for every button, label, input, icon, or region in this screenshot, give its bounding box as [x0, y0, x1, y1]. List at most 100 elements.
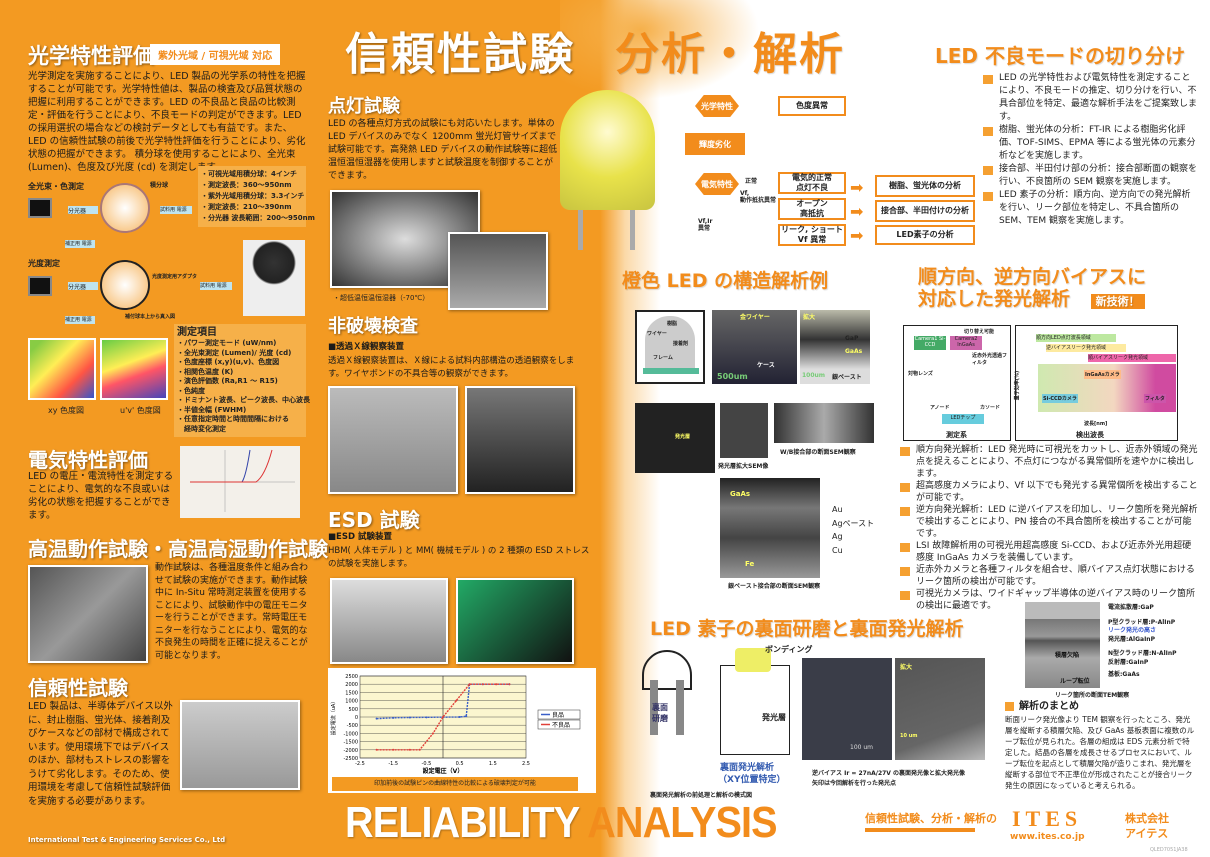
- spec-item: ・分光器 波長範囲：200～950nm: [201, 214, 315, 222]
- data-point: [458, 716, 461, 718]
- tem-image: 積層欠陥 ループ転位: [1025, 602, 1100, 688]
- item: ・色度座標 (x,y)(u,v)、色度図: [177, 358, 280, 366]
- big-title-reliability: RELIABILITY: [345, 798, 579, 847]
- item: ・パワー測定モード (uW/nm): [177, 339, 277, 347]
- item: ・相関色温度 (K): [177, 367, 234, 376]
- good-curve: [190, 449, 251, 483]
- detection-wavelength-chart: 順方向LED点灯波長領域 逆バイアスリーク発光領域 順バイアスリーク発光領域 量…: [1014, 325, 1178, 441]
- y-axis-label: 設定電流（uA）: [330, 699, 337, 736]
- legend-box: [537, 709, 581, 720]
- bullet: 樹脂、蛍光体の分析：FT-IR による樹脂劣化評価、TOF-SIMS、EPMA …: [983, 124, 1197, 163]
- aux-power-box: 補正用 電源: [65, 316, 95, 324]
- emission-image: 100 um: [802, 658, 892, 760]
- esd-chart: 25002000150010005000-500-1000-1500-2000-…: [330, 674, 581, 775]
- sem-photo: 発光層: [635, 403, 715, 473]
- main-title-right: 分析・解析: [615, 29, 845, 80]
- wire-label: ワイヤー: [647, 331, 667, 337]
- website-link[interactable]: www.ites.co.jp: [1010, 832, 1085, 842]
- bad-curve: [190, 449, 273, 483]
- esd-title: ESD 試験: [328, 508, 420, 532]
- backside-title: LED 素子の裏面研磨と裏面発光解析: [650, 618, 964, 640]
- bias-bullets: 順方向発光解析：LED 発光時に可視光をカットし、近赤外領域の発光点を捉えること…: [900, 444, 1198, 612]
- item: ・演色評価数 (Ra,R1 ～ R15): [177, 377, 278, 385]
- ndt-sub: ■透過Ｘ線観察装置: [328, 342, 405, 352]
- diagram-label: 全光束・色測定: [28, 182, 84, 191]
- label-au: Au: [832, 505, 843, 514]
- uv-label: u'v' 色度図: [120, 406, 161, 415]
- xray-sample-photo: [465, 386, 575, 494]
- flow-normal: 正常: [745, 178, 758, 185]
- led-polish-diagram: 裏面 研磨: [640, 650, 700, 735]
- spec-item: ・紫外光域用積分球：3.3インチ: [201, 192, 305, 200]
- bullet: LED 素子の分析：順方向、逆方向での発光解析を行い、リーク部位を特定し、不具合…: [983, 189, 1197, 228]
- reliability-photo: [180, 700, 300, 790]
- power-box: 試料用 電源: [200, 282, 232, 290]
- sem-caption: 発光層拡大SEM像: [718, 463, 769, 470]
- sphere-icon: [100, 260, 150, 310]
- flow-box-3: リーク, ショート Vf 異常: [778, 224, 846, 246]
- legend-box: [537, 719, 581, 730]
- y-tick-label: -1500: [343, 740, 358, 746]
- big-title: RELIABILITY ANALYSIS: [345, 798, 778, 848]
- big-title-analysis: ANALYSIS: [587, 798, 777, 847]
- esd-photo: [330, 578, 448, 664]
- x-axis-label: 設定電圧（V）: [423, 767, 464, 775]
- lighting-body: LED の各種点灯方式の試験にも対応いたします。単体の LED デバイスのみでな…: [328, 119, 558, 181]
- wb-sem-photo: [774, 403, 874, 443]
- electrical-body: LED の電圧・電流特性を測定することにより、電気的な不良或いは劣化の状態を把握…: [28, 471, 174, 521]
- measurement-system-diagram: 切り替え可能 Camera1 Si-CCD Camera2 InGaAs 近赤外…: [903, 325, 1011, 441]
- power-box: 試料用 電源: [160, 206, 192, 214]
- flow-result-3: LED素子の分析: [875, 225, 975, 245]
- sem-layer-photo: [720, 403, 768, 458]
- y-axis-label: 量子効率(%): [1014, 370, 1021, 401]
- backside-caption: 裏面発光解析の前処理と解析の模式図: [650, 792, 753, 799]
- item: ・任意指定時間と時間間隔における: [177, 415, 289, 423]
- iv-curve-graph: [180, 446, 300, 518]
- flow-result-2: 接合部、半田付けの分析: [875, 200, 975, 222]
- lighting-title: 点灯試験: [328, 96, 400, 117]
- uv-chromaticity-diagram: [100, 338, 168, 400]
- label-agpaste: Agペースト: [832, 519, 875, 528]
- spec-item: ・測定波長：210～390nm: [201, 203, 292, 211]
- doc-code: QLED7051JA38: [1150, 847, 1188, 853]
- company-name-2: アイテス: [1125, 827, 1169, 840]
- data-point: [392, 748, 395, 751]
- data-point: [481, 683, 484, 686]
- items-title: 測定項目: [177, 327, 217, 338]
- x-tick-label: -1.5: [388, 761, 398, 767]
- computer-icon: [28, 276, 52, 296]
- flow-chroma: 色度異常: [778, 96, 846, 116]
- summary-bullet: [1005, 702, 1014, 711]
- data-point: [442, 716, 444, 718]
- esd-board-photo: [456, 578, 574, 664]
- spectrometer-box: 分光器: [68, 206, 98, 215]
- y-tick-label: 1500: [345, 690, 358, 696]
- data-point: [432, 732, 435, 735]
- adapter-label: 光度測定用アダプタ: [152, 274, 198, 280]
- item: ・半値全幅 (FWHM): [177, 405, 247, 414]
- emission-layer-label: 発光層: [762, 713, 786, 722]
- arrow-icon: ➡: [850, 226, 864, 245]
- esd-body: HBM( 人体モデル ) と MM( 機械モデル ) の 2 種類の ESD ス…: [328, 546, 590, 569]
- sphere-diagram: 全光束・色測定 分光器 積分球 試料用 電源 補正用 電源 光度測定 分光器 光…: [0, 8, 310, 328]
- label-cu: Cu: [832, 546, 843, 555]
- bullet: LED の光学特性および電気特性を測定することにより、不良モードの推定、切り分け…: [983, 72, 1197, 124]
- legend-label: 不良品: [552, 721, 570, 729]
- footer-rule: [865, 828, 975, 832]
- integrating-sphere-photo: [243, 240, 305, 316]
- aux-note: 補付球本上から真入図: [125, 314, 176, 320]
- summary: 解析のまとめ 断面リーク発光像より TEM 観察を行ったところ、発光層を縦断する…: [1005, 700, 1197, 791]
- xray-photo: [328, 386, 458, 494]
- label-ag: Ag: [832, 532, 843, 541]
- reliability-body: LED 製品は、半導体デバイス以外に、封止樹脂、蛍光体、接着剤及びケースなどの部…: [28, 701, 173, 807]
- optical-title: 光学特性評価: [28, 44, 154, 68]
- aux-power-box: 補正用 電源: [65, 240, 95, 248]
- flow-electrical: 電気特性: [695, 173, 739, 195]
- xy-chromaticity-diagram: [28, 338, 96, 400]
- bonding-label: ボンディング: [765, 645, 813, 654]
- legend-label: 良品: [552, 711, 564, 719]
- ites-logo: ITES: [1012, 806, 1083, 831]
- sphere-icon: [100, 183, 150, 233]
- hightemp-body: 動作試験は、各種温度条件と組み合わせて試験の実施ができます。動作試験中に In-…: [155, 563, 309, 661]
- data-point: [455, 699, 458, 702]
